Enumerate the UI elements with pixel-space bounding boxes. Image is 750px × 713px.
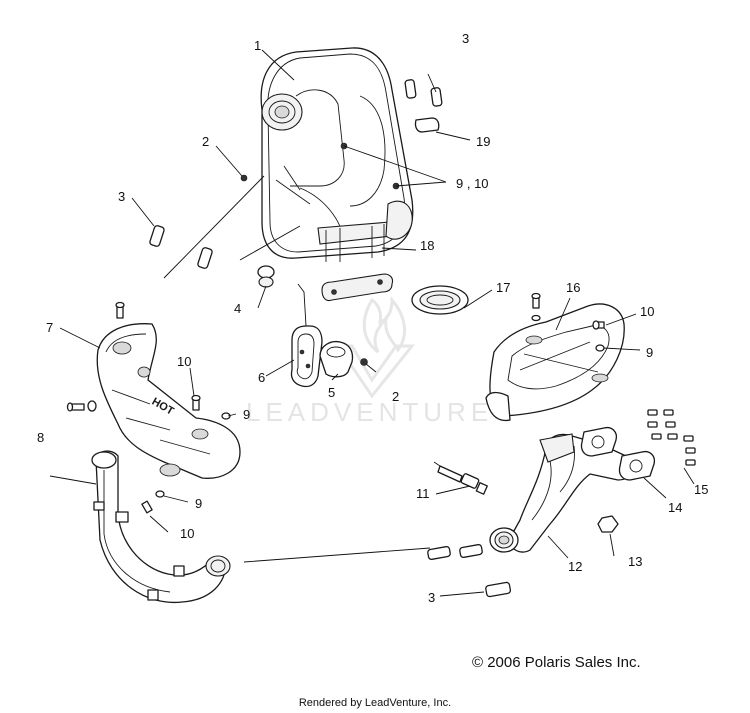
- callout-1: 1: [254, 38, 261, 53]
- exhaust-spring-bottom[interactable]: [485, 581, 512, 598]
- callout-9-manifold: 9: [646, 345, 653, 360]
- callout-12: 12: [568, 559, 582, 574]
- muffler-mount-bracket[interactable]: [290, 325, 323, 388]
- callout-4: 4: [234, 301, 241, 316]
- callout-14: 14: [668, 500, 682, 515]
- exhaust-manifold[interactable]: [489, 433, 635, 553]
- copyright-notice: © 2006 Polaris Sales Inc.: [472, 654, 641, 671]
- watermark-text: LEADVENTURE: [246, 397, 493, 427]
- callout-16: 16: [566, 280, 580, 295]
- manifold-heat-shield[interactable]: [485, 303, 625, 422]
- callout-19: 19: [476, 134, 490, 149]
- nut-upper[interactable]: [240, 174, 248, 182]
- callout-6: 6: [258, 370, 265, 385]
- manifold-shield-bolt-left[interactable]: [531, 292, 541, 322]
- callout-9-lower: 9: [195, 496, 202, 511]
- callout-10-manifold: 10: [640, 304, 654, 319]
- exhaust-spring-top[interactable]: [404, 79, 443, 107]
- shield-bolt-lower[interactable]: [141, 490, 165, 514]
- rubber-isolator[interactable]: [319, 340, 354, 378]
- callout-3-bottom: 3: [428, 590, 435, 605]
- callout-18: 18: [420, 238, 434, 253]
- exhaust-heat-shield[interactable]: HOT: [96, 323, 241, 479]
- callout-labels: 1 2 2 3 3 3 4 5 6 7 8 9 9 9 9 , 10 10 10…: [37, 31, 708, 605]
- callout-2-upper: 2: [202, 134, 209, 149]
- callout-11: 11: [416, 486, 430, 501]
- muffler-assembly[interactable]: [260, 47, 414, 262]
- exhaust-pipe[interactable]: [91, 450, 231, 604]
- shield-bolt-upper[interactable]: [115, 301, 125, 319]
- mounting-plate[interactable]: [321, 273, 394, 302]
- callout-5: 5: [328, 385, 335, 400]
- rubber-grommet[interactable]: [257, 265, 275, 288]
- callout-10-lower: 10: [180, 526, 194, 541]
- callout-9-10: 9 , 10: [456, 176, 489, 191]
- manifold-nut[interactable]: [597, 515, 619, 533]
- leader-lines: [49, 49, 695, 597]
- callout-17: 17: [496, 280, 510, 295]
- exhaust-spring-pipe[interactable]: [427, 543, 483, 561]
- manifold-studs[interactable]: [647, 409, 696, 466]
- callout-3-top: 3: [462, 31, 469, 46]
- callout-8: 8: [37, 430, 44, 445]
- callout-10-shield: 10: [177, 354, 191, 369]
- callout-3-left: 3: [118, 189, 125, 204]
- callout-2-lower: 2: [392, 389, 399, 404]
- callout-7: 7: [46, 320, 53, 335]
- manifold-gasket-lower[interactable]: [618, 450, 656, 481]
- callout-9-shield: 9: [243, 407, 250, 422]
- manifold-shield-bolt-right[interactable]: [592, 320, 605, 352]
- exhaust-sensor[interactable]: [433, 461, 488, 495]
- shield-bolt-left[interactable]: [66, 400, 97, 412]
- callout-13: 13: [628, 554, 642, 569]
- shield-bolt-right[interactable]: [191, 394, 231, 420]
- leadventure-watermark: LEADVENTURE: [246, 295, 493, 427]
- exhaust-spring-left[interactable]: [149, 225, 213, 269]
- nut-lower[interactable]: [360, 358, 368, 366]
- outlet-gasket[interactable]: [411, 285, 469, 315]
- manifold-gasket-upper[interactable]: [580, 426, 618, 457]
- spring-clip[interactable]: [414, 117, 440, 133]
- callout-15: 15: [694, 482, 708, 497]
- rendered-by-footer: Rendered by LeadVenture, Inc.: [298, 697, 452, 709]
